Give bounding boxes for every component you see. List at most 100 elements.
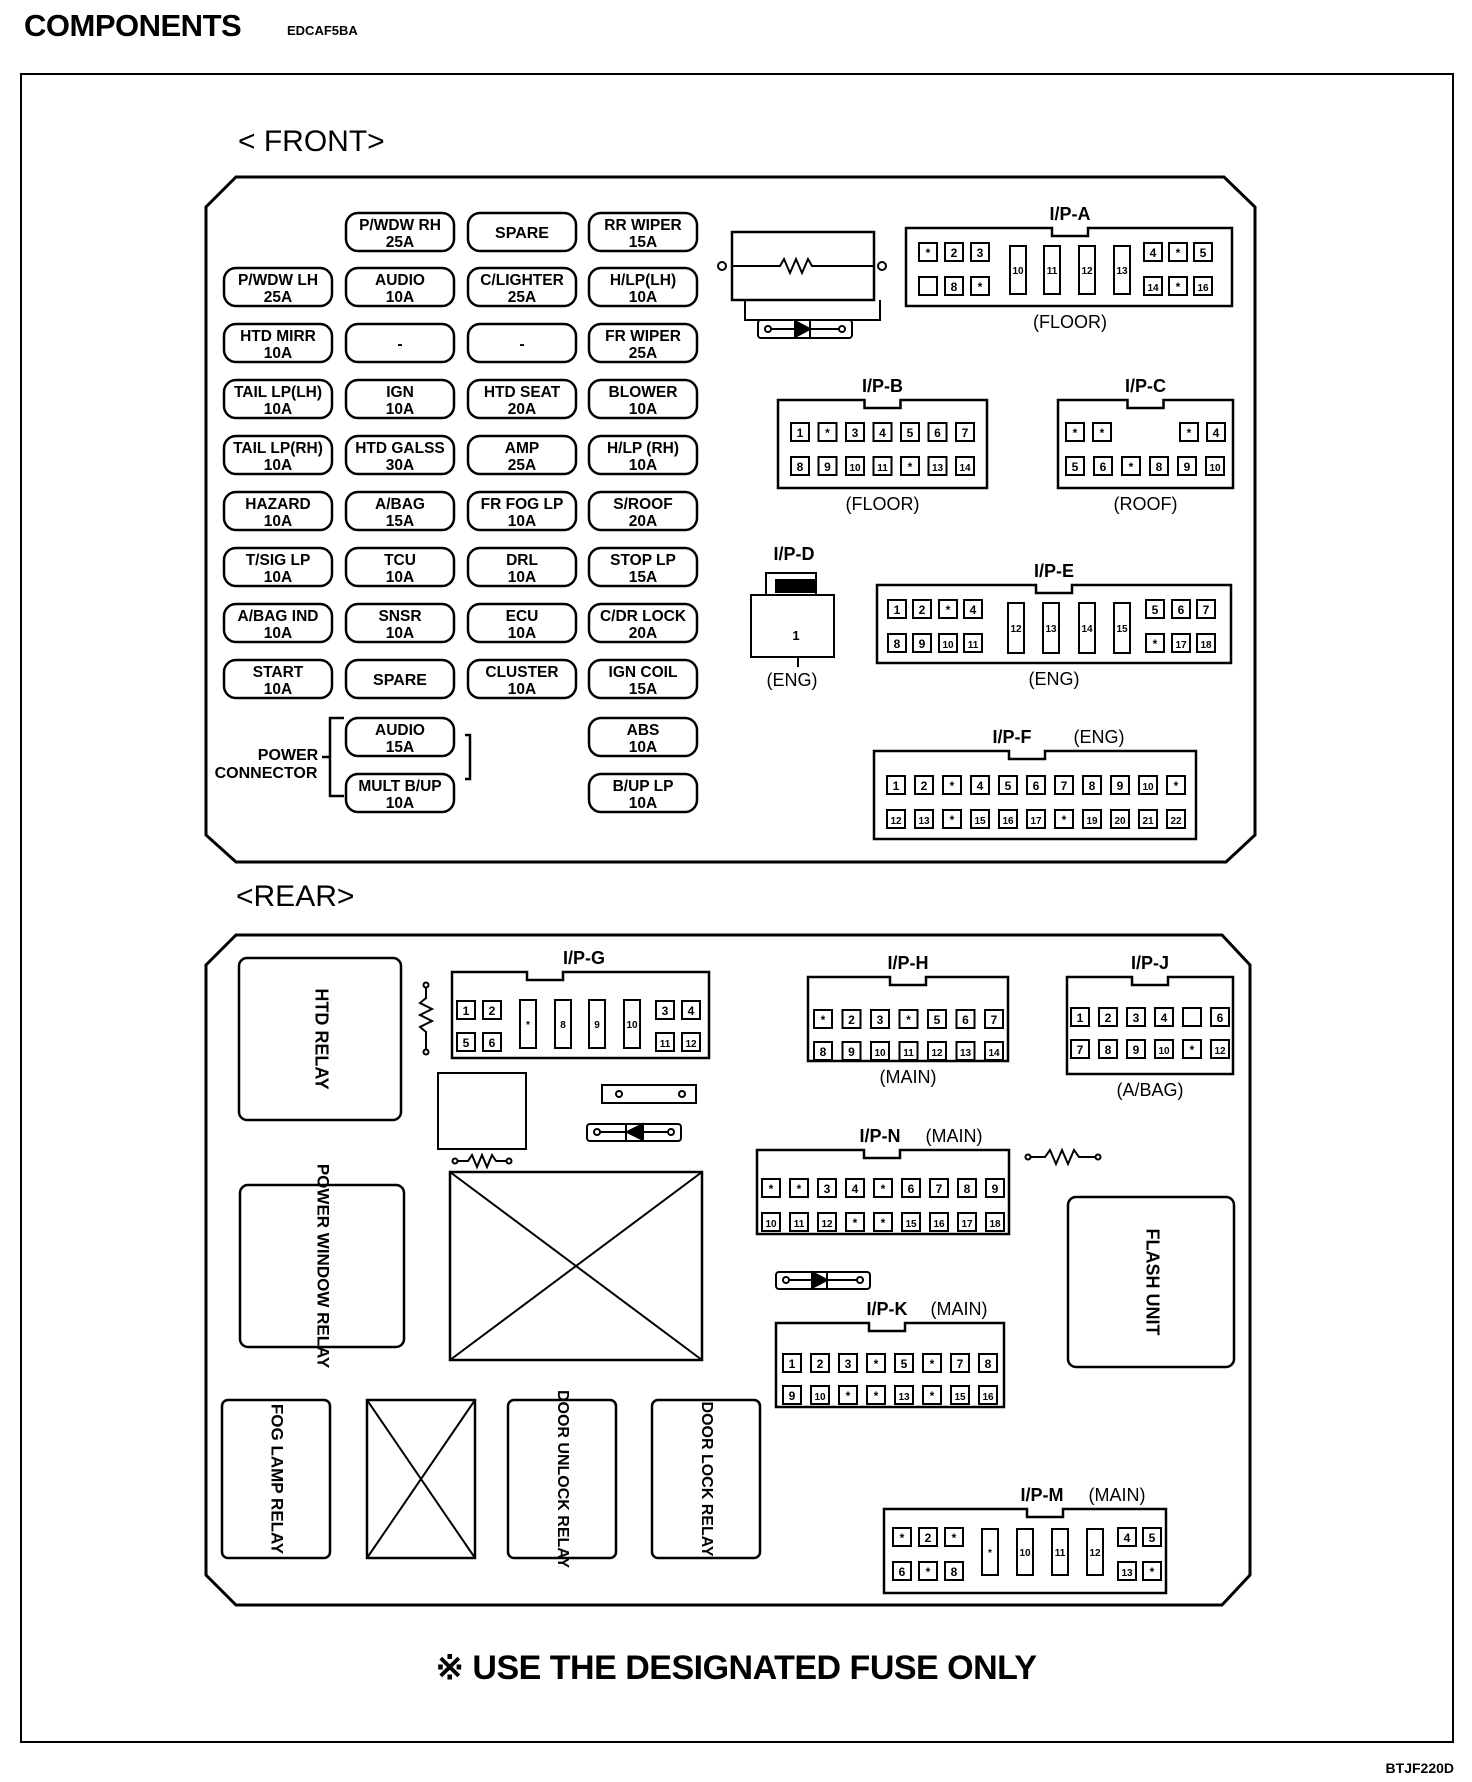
connector-pin: 13: [898, 1392, 910, 1403]
connector-title: I/P-A: [1049, 204, 1090, 224]
connector-pin: *: [1190, 1043, 1195, 1057]
connector-location: (A/BAG): [1116, 1080, 1183, 1100]
front-diode: [757, 319, 853, 339]
connector-pin: 2: [489, 1004, 496, 1018]
connector-location: (ROOF): [1114, 494, 1178, 514]
connector-pin: 1: [893, 779, 900, 793]
connector-pin: 4: [1161, 1011, 1168, 1025]
connector-pin: 9: [789, 1389, 796, 1403]
fuse-label: P/WDW LH: [238, 272, 318, 289]
rear-panel: [204, 933, 1252, 1607]
fuse-rating: 10A: [264, 401, 292, 418]
connector-pin: 14: [988, 1048, 1000, 1059]
empty-relay-small: [365, 1398, 477, 1560]
connector-location: (MAIN): [1089, 1485, 1146, 1505]
connector-pin: 11: [877, 463, 888, 474]
connector-pin: 3: [1133, 1011, 1140, 1025]
connector-pin: 16: [1002, 816, 1014, 827]
fuse-label: HTD GALSS: [355, 440, 445, 457]
connector-pin: 12: [1010, 624, 1022, 635]
fuse-rating: 10A: [264, 681, 292, 698]
power-connector-label-1: POWER: [258, 747, 319, 764]
fuse-label: C/LIGHTER: [480, 272, 564, 289]
connector-pin: 8: [560, 1020, 566, 1031]
connector-pin: 16: [982, 1392, 994, 1403]
connector-pin: 12: [1081, 266, 1093, 277]
connector-pin: 1: [894, 603, 901, 617]
connector-pin: 22: [1170, 816, 1182, 827]
rear-diode-1: [586, 1122, 682, 1142]
connector-pin: 7: [962, 426, 969, 440]
connector-pin: 4: [1150, 246, 1157, 260]
footnote: ※ USE THE DESIGNATED FUSE ONLY: [435, 1649, 1037, 1687]
fuse-label: T/SIG LP: [246, 552, 311, 569]
connector-pin: 15: [1116, 624, 1128, 635]
fuse-label: TAIL LP(RH): [233, 440, 323, 457]
connector-pin: 11: [1055, 1548, 1066, 1559]
connector-pin: 13: [918, 816, 930, 827]
connector-pin: *: [1062, 813, 1067, 827]
connector-pin: *: [950, 779, 955, 793]
fuse-label: B/UP LP: [613, 778, 674, 795]
connector-pin: 14: [959, 463, 971, 474]
connector-pin: 4: [1213, 426, 1220, 440]
connector-location: (MAIN): [931, 1299, 988, 1319]
door-lock-relay: [650, 1398, 762, 1560]
fuse-label: ECU: [506, 608, 539, 625]
connector-pin: *: [950, 813, 955, 827]
connector-pin: *: [1187, 426, 1192, 440]
connector-title: I/P-E: [1034, 561, 1074, 581]
fuse-label: SPARE: [495, 225, 549, 242]
fuse-rating: 25A: [629, 345, 657, 362]
connector-pin: 9: [1117, 779, 1124, 793]
fuse: H/LP (RH)10A: [587, 434, 699, 476]
connector-pin: 6: [934, 426, 941, 440]
connector-pin: 4: [852, 1182, 859, 1196]
fuse-label: STOP LP: [610, 552, 676, 569]
ip-d-location: (ENG): [767, 670, 818, 690]
fuse: SPARE: [466, 211, 578, 253]
fuse-label: TAIL LP(LH): [234, 384, 322, 401]
connector-pin: 9: [1133, 1043, 1140, 1057]
fog-lamp-relay: [220, 1398, 332, 1560]
connector-pin: 9: [1184, 460, 1191, 474]
connector-pin: *: [1073, 426, 1078, 440]
connector-pin: 1: [463, 1004, 470, 1018]
connector-pin: *: [900, 1531, 905, 1545]
power-window-relay-label: POWER WINDOW RELAY: [314, 1164, 333, 1369]
flash-unit-label: FLASH UNIT: [1142, 1229, 1162, 1336]
connector-pin: 1: [1077, 1011, 1084, 1025]
connector-pin: 2: [1105, 1011, 1112, 1025]
fuse-label: HTD MIRR: [240, 328, 316, 345]
fuse-label: DRL: [506, 552, 538, 569]
fuse-label: H/LP(LH): [610, 272, 676, 289]
connector-pin: *: [769, 1182, 774, 1196]
connector-pin: *: [526, 1020, 530, 1031]
connector-pin: 4: [688, 1004, 695, 1018]
fuse-label: SNSR: [378, 608, 421, 625]
connector-pin: 8: [797, 460, 804, 474]
power-connector-label-2: CONNECTOR: [215, 765, 318, 782]
door-unlock-relay: [506, 1398, 618, 1560]
connector-pin: 11: [1047, 266, 1058, 277]
fuse: H/LP(LH)10A: [587, 266, 699, 308]
connector-pin: 6: [962, 1013, 969, 1027]
htd-relay-label: HTD RELAY: [311, 988, 331, 1089]
connector-pin: 13: [960, 1048, 972, 1059]
connector-pin: 9: [919, 637, 926, 651]
connector-pin: 11: [794, 1219, 805, 1230]
